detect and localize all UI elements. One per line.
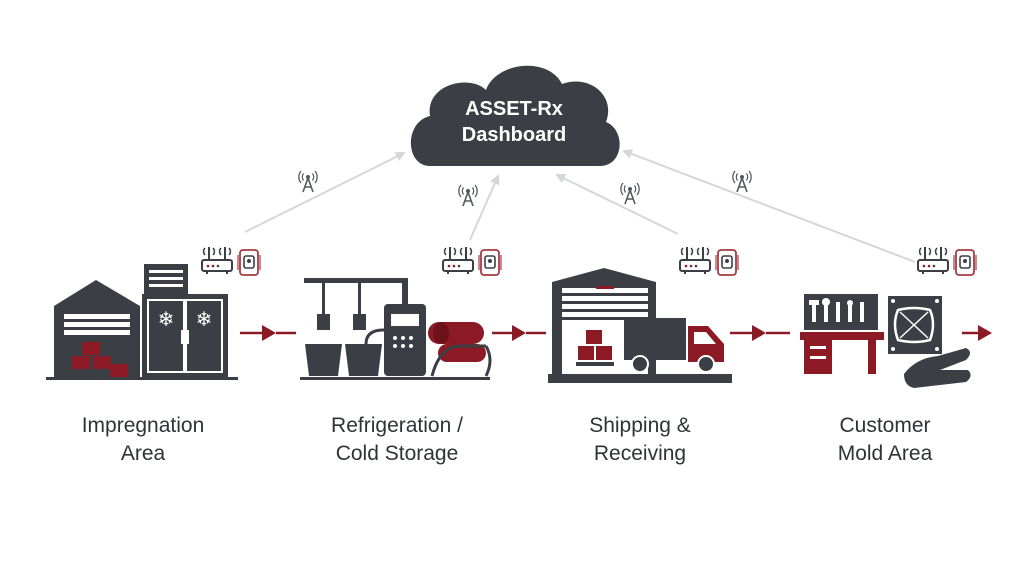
rfid-tag-icon xyxy=(715,249,739,276)
dashboard-cloud[interactable] xyxy=(410,65,620,166)
uplink-arrow-impregnation xyxy=(244,152,406,233)
processing-line-icon xyxy=(300,278,492,380)
uplink-arrows xyxy=(244,149,916,263)
router-icon xyxy=(201,246,233,275)
warehouse-freezer-icon: ❄ ❄ xyxy=(46,264,238,380)
router-icon xyxy=(679,246,711,275)
stage-label-refrigeration: Refrigeration / Cold Storage xyxy=(297,412,497,468)
stage-label-line2: Area xyxy=(120,442,166,465)
flow-arrow xyxy=(492,325,546,341)
rfid-tag-icon xyxy=(478,249,502,276)
flow-arrow xyxy=(730,325,790,341)
antenna-icon xyxy=(458,184,478,207)
stage-label-line1: Impregnation xyxy=(81,414,205,437)
stage-label-line2: Cold Storage xyxy=(335,442,459,465)
stage-label-line2: Receiving xyxy=(593,442,687,465)
router-icon xyxy=(917,246,949,275)
stage-label-shipping: Shipping & Receiving xyxy=(540,412,740,468)
warehouse-truck-icon xyxy=(548,268,732,383)
uplink-arrow-shipping xyxy=(555,174,679,235)
antenna-icon xyxy=(298,170,318,193)
flow-arrow xyxy=(240,325,296,341)
antenna-icon xyxy=(620,182,640,205)
uplink-arrow-customer xyxy=(622,149,916,263)
router-icon xyxy=(442,246,474,275)
rfid-tag-icon xyxy=(953,249,977,276)
stage-label-line1: Refrigeration / xyxy=(331,414,463,437)
dashboard-title-line1: ASSET-Rx xyxy=(465,98,563,120)
stage-label-line1: Customer xyxy=(839,414,931,437)
flow-arrow-end xyxy=(962,325,992,341)
stage-label-line1: Shipping & xyxy=(589,414,691,437)
dashboard-title[interactable]: ASSET-Rx Dashboard xyxy=(412,96,616,148)
dashboard-title-line2: Dashboard xyxy=(461,124,567,146)
svg-text:❄: ❄ xyxy=(196,307,213,331)
stage-label-customer: Customer Mold Area xyxy=(785,412,985,468)
uplink-arrow-refrigeration xyxy=(469,174,500,241)
workbench-mold-icon xyxy=(800,294,971,388)
antenna-icon xyxy=(732,170,752,193)
rfid-tag-icon xyxy=(237,249,261,276)
stage-label-impregnation: Impregnation Area xyxy=(43,412,243,468)
svg-text:❄: ❄ xyxy=(158,307,175,331)
stage-label-line2: Mold Area xyxy=(837,442,933,465)
flow-arrows xyxy=(240,325,992,341)
